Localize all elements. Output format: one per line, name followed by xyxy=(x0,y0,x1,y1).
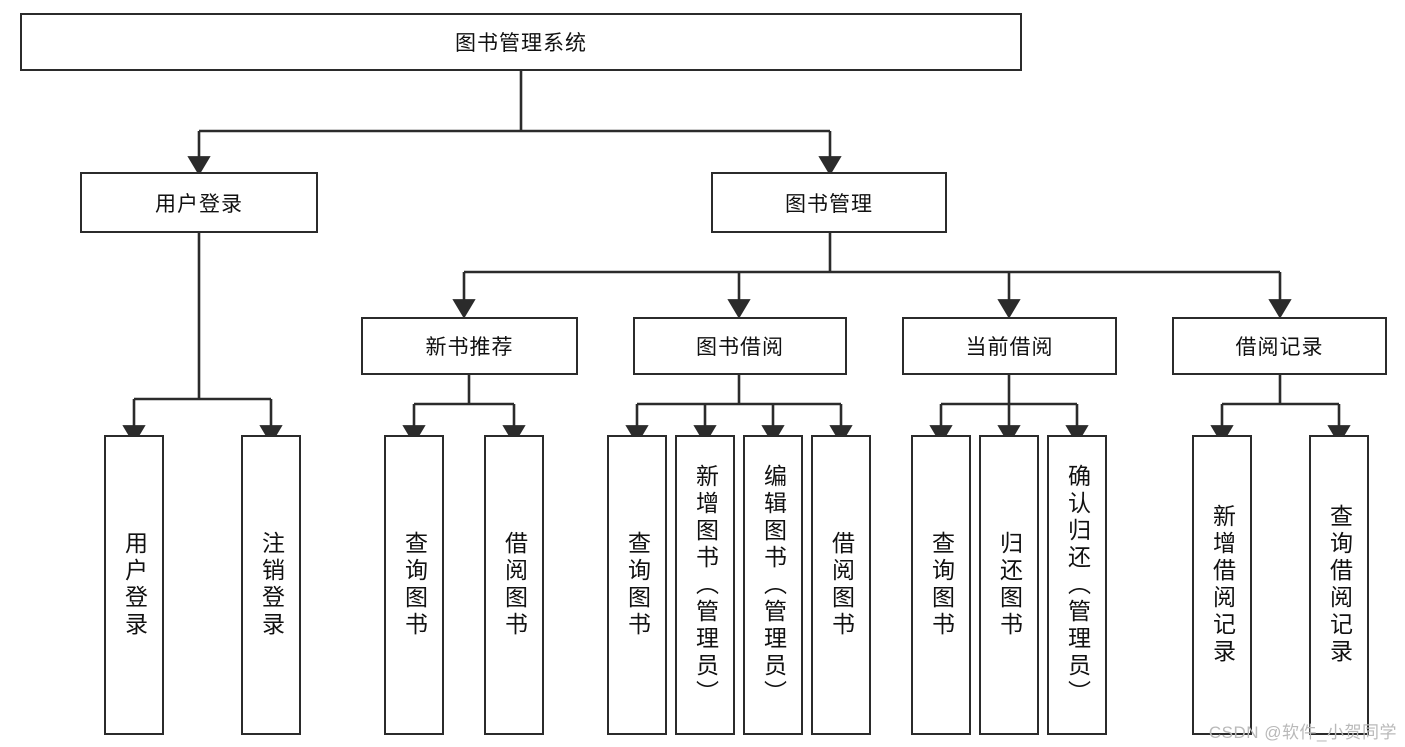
node-user-login[interactable]: 用户登录 xyxy=(80,172,318,233)
node-root-system[interactable]: 图书管理系统 xyxy=(20,13,1022,71)
node-label: 查询借阅记录 xyxy=(1326,504,1353,666)
node-label: 编辑图书（管理员） xyxy=(760,463,787,707)
node-label: 查询图书 xyxy=(401,531,428,639)
node-label: 图书管理系统 xyxy=(455,32,587,55)
node-borrow-record[interactable]: 借阅记录 xyxy=(1172,317,1387,375)
node-label: 借阅图书 xyxy=(828,531,855,639)
node-label: 借阅图书 xyxy=(501,531,528,639)
node-label: 图书借阅 xyxy=(696,336,784,359)
node-label: 新书推荐 xyxy=(425,336,514,359)
node-book-management[interactable]: 图书管理 xyxy=(711,172,947,233)
leaf-user-login-login[interactable]: 用户登录 xyxy=(104,435,164,735)
leaf-borrow-record-add[interactable]: 新增借阅记录 xyxy=(1192,435,1252,735)
leaf-book-borrow-query[interactable]: 查询图书 xyxy=(607,435,667,735)
node-label: 注销登录 xyxy=(258,531,285,639)
leaf-book-borrow-edit[interactable]: 编辑图书（管理员） xyxy=(743,435,803,735)
node-label: 用户登录 xyxy=(121,531,148,639)
node-label: 当前借阅 xyxy=(965,336,1054,359)
node-label: 用户登录 xyxy=(155,192,243,216)
leaf-borrow-record-query[interactable]: 查询借阅记录 xyxy=(1309,435,1369,735)
node-new-book-recommend[interactable]: 新书推荐 xyxy=(361,317,578,375)
leaf-current-borrow-confirm-return[interactable]: 确认归还（管理员） xyxy=(1047,435,1107,735)
leaf-book-borrow-add[interactable]: 新增图书（管理员） xyxy=(675,435,735,735)
node-label: 查询图书 xyxy=(624,531,651,639)
node-label: 图书管理 xyxy=(785,192,873,216)
node-label: 归还图书 xyxy=(996,531,1023,639)
node-label: 新增图书（管理员） xyxy=(692,463,719,707)
leaf-current-borrow-return[interactable]: 归还图书 xyxy=(979,435,1039,735)
node-label: 确认归还（管理员） xyxy=(1064,463,1091,707)
leaf-new-book-query[interactable]: 查询图书 xyxy=(384,435,444,735)
leaf-current-borrow-query[interactable]: 查询图书 xyxy=(911,435,971,735)
watermark-text: CSDN @软件_小贺同学 xyxy=(1208,723,1397,742)
leaf-book-borrow-borrow[interactable]: 借阅图书 xyxy=(811,435,871,735)
node-label: 借阅记录 xyxy=(1235,336,1324,359)
node-label: 查询图书 xyxy=(928,531,955,639)
leaf-user-login-logout[interactable]: 注销登录 xyxy=(241,435,301,735)
node-current-borrow[interactable]: 当前借阅 xyxy=(902,317,1117,375)
node-label: 新增借阅记录 xyxy=(1209,504,1236,666)
leaf-new-book-borrow[interactable]: 借阅图书 xyxy=(484,435,544,735)
node-book-borrow[interactable]: 图书借阅 xyxy=(633,317,847,375)
